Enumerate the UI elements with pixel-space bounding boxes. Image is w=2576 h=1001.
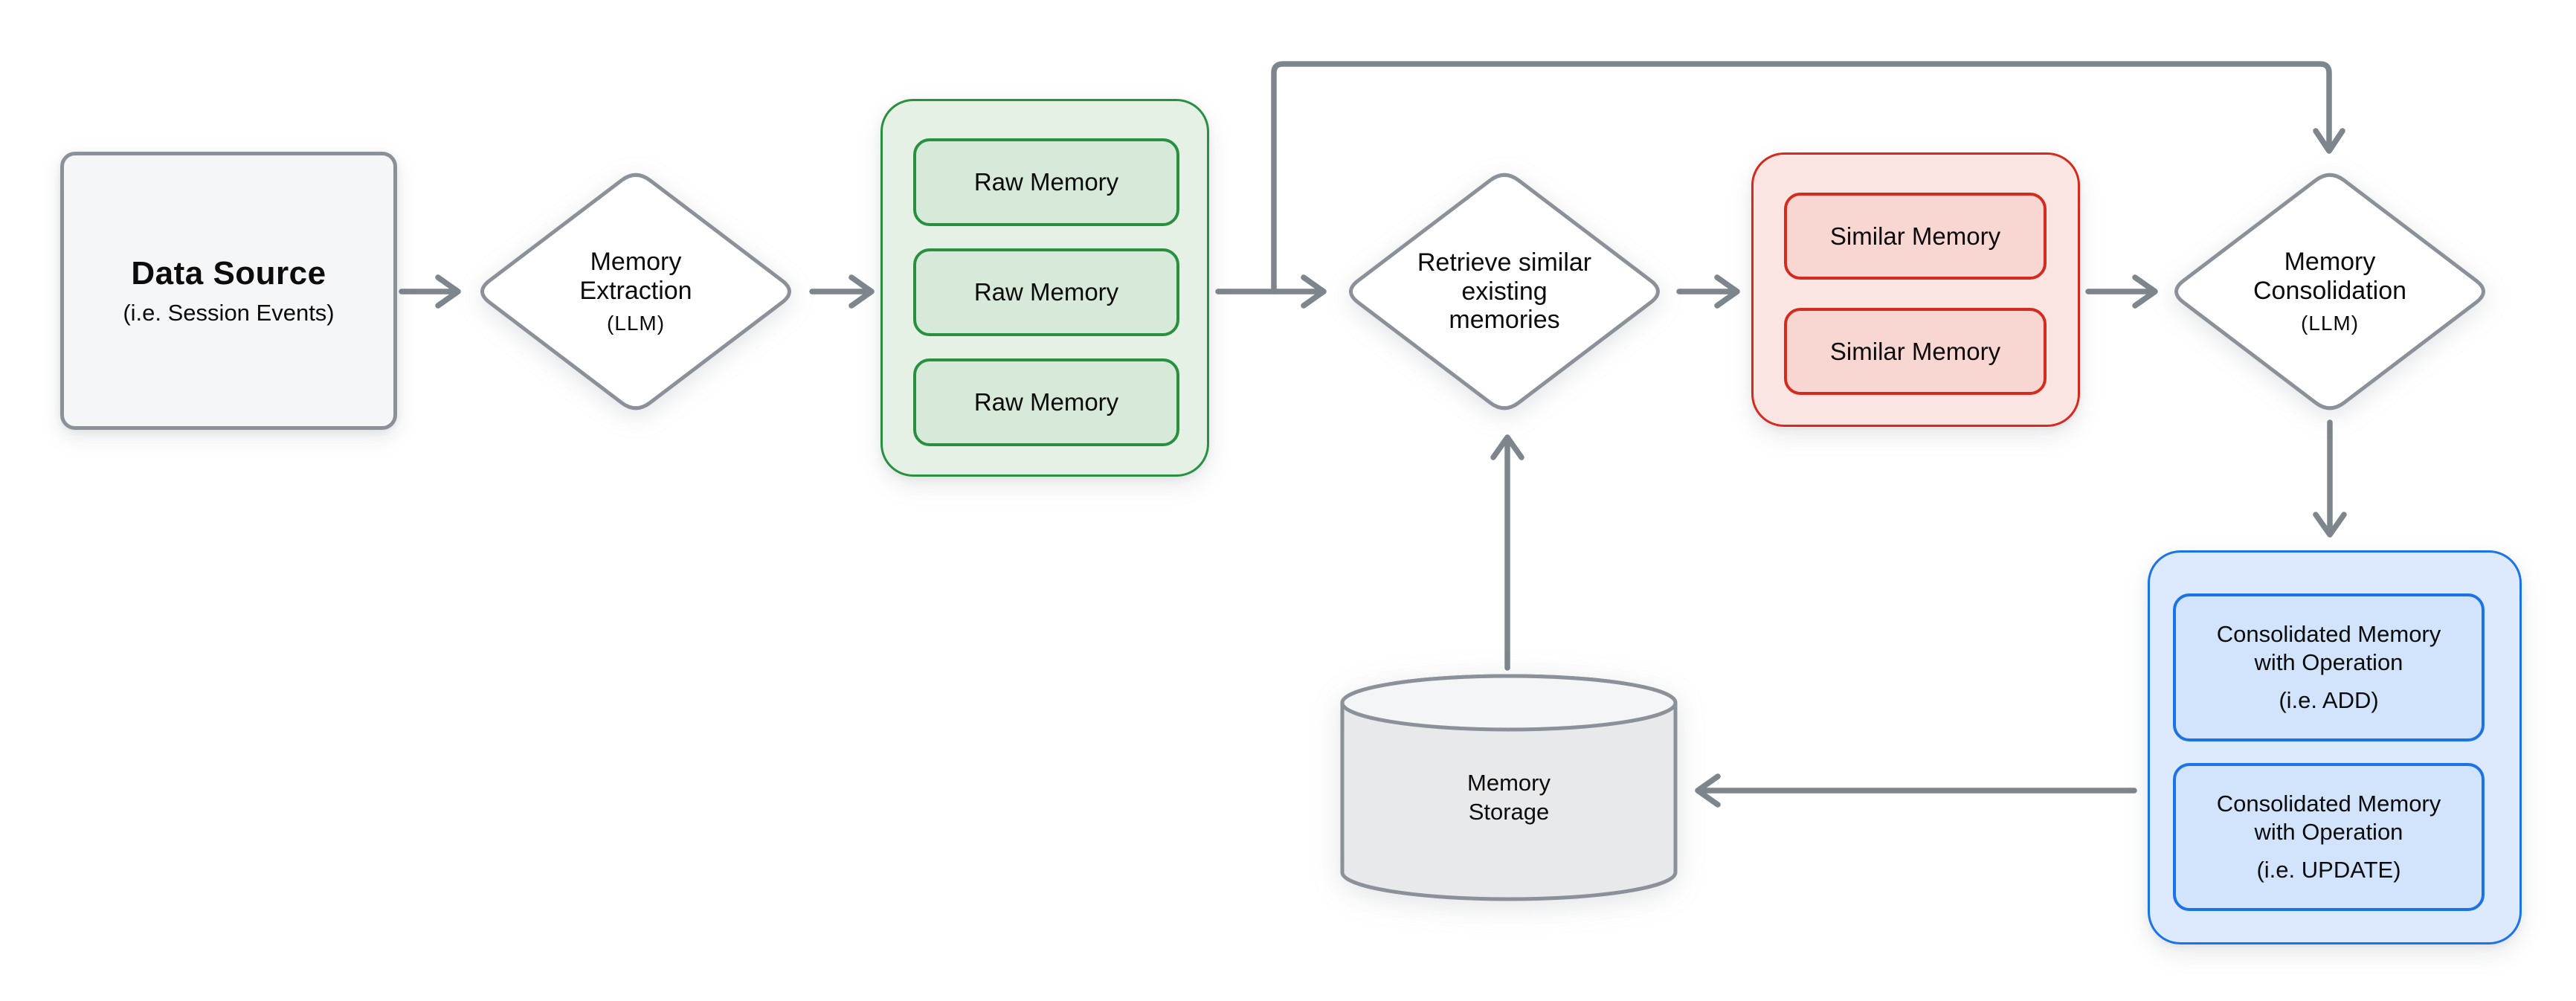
diamond-shape <box>480 173 791 411</box>
arrow-storage-to-retrieve <box>1490 434 1524 671</box>
database-cylinder-icon <box>1340 674 1678 901</box>
label-line: memories <box>1449 306 1560 335</box>
raw-memory-box: Raw Memory <box>913 248 1179 336</box>
raw-memory-box: Raw Memory <box>913 138 1179 226</box>
arrow-rawmemory-to-retrieve <box>1215 274 1327 309</box>
arrow-extraction-to-rawmemory <box>809 274 875 309</box>
label-line: with Operation <box>2254 648 2403 675</box>
label-line: existing <box>1461 277 1548 306</box>
label-line: Consolidated Memory <box>2216 620 2441 647</box>
label-line: Memory <box>1467 770 1551 796</box>
similar-memory-box: Similar Memory <box>1784 308 2047 395</box>
memory-consolidation-label: Memory Consolidation (LLM) <box>2163 164 2496 419</box>
label-line: Consolidation <box>2253 277 2407 306</box>
consolidated-memory-group: Consolidated Memory with Operation (i.e.… <box>2148 550 2522 944</box>
arrow-similar-to-consolidation <box>2085 274 2158 309</box>
label-line: Consolidated Memory <box>2216 790 2441 817</box>
data-source-node: Data Source (i.e. Session Events) <box>60 152 397 430</box>
arrow-consolidation-to-consolidated <box>2313 419 2347 538</box>
arrow-feedback-top-loop <box>1271 61 2345 294</box>
label-line: Memory <box>2284 248 2376 277</box>
raw-memory-group: Raw Memory Raw Memory Raw Memory <box>880 99 1209 477</box>
retrieve-memories-node: Retrieve similar existing memories <box>1338 164 1671 419</box>
diamond-shape <box>2174 173 2485 411</box>
label-line: Extraction <box>579 277 692 306</box>
arrow-retrieve-to-similar <box>1676 274 1740 309</box>
arrow-consolidated-to-storage <box>1695 773 2137 808</box>
label-sub: (LLM) <box>606 311 666 335</box>
data-source-subtitle: (i.e. Session Events) <box>123 300 335 326</box>
consolidated-memory-box: Consolidated Memory with Operation (i.e.… <box>2173 763 2485 911</box>
diamond-shape <box>1349 173 1660 411</box>
data-source-title: Data Source <box>131 255 326 292</box>
consolidated-memory-box: Consolidated Memory with Operation (i.e.… <box>2173 593 2485 741</box>
label-sub: (i.e. UPDATE) <box>2256 857 2401 883</box>
memory-storage-label: Memory Storage <box>1339 709 1679 887</box>
memory-consolidation-node: Memory Consolidation (LLM) <box>2163 164 2496 419</box>
label-line: with Operation <box>2254 818 2403 845</box>
label-sub: (LLM) <box>2300 311 2360 335</box>
memory-extraction-label: Memory Extraction (LLM) <box>469 164 802 419</box>
retrieve-memories-label: Retrieve similar existing memories <box>1338 164 1671 419</box>
label-line: Retrieve similar <box>1417 248 1592 277</box>
label-line: Memory <box>590 248 682 277</box>
similar-memory-box: Similar Memory <box>1784 193 2047 280</box>
memory-extraction-node: Memory Extraction (LLM) <box>469 164 802 419</box>
label-line: Storage <box>1468 799 1550 825</box>
raw-memory-box: Raw Memory <box>913 358 1179 446</box>
memory-storage-node <box>1339 672 1679 904</box>
label-sub: (i.e. ADD) <box>2279 687 2379 714</box>
similar-memory-group: Similar Memory Similar Memory <box>1751 152 2080 427</box>
arrow-datasource-to-extraction <box>399 274 461 309</box>
